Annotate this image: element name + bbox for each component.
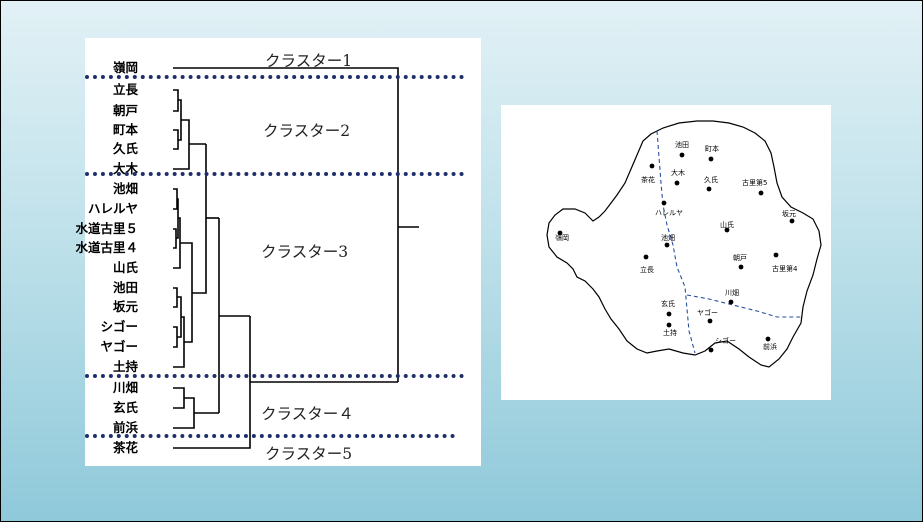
- place-label: 町本: [705, 144, 719, 153]
- map-panel: 池田 町本 茶花 大木 久氏 古里第5 ハレルヤ 坂元 嶺岡 山氏 池畑 朝戸 …: [501, 105, 831, 400]
- place-marker: [724, 227, 730, 233]
- place-label: シゴー: [715, 336, 736, 345]
- place-label: 朝戸: [733, 254, 747, 262]
- leaf-label: 山氏: [112, 260, 138, 275]
- tree-branch: [173, 188, 178, 210]
- island-map: 池田 町本 茶花 大木 久氏 古里第5 ハレルヤ 坂元 嶺岡 山氏 池畑 朝戸 …: [546, 120, 822, 368]
- leaf-label: 嶺岡: [112, 60, 138, 75]
- leaf-label: シゴー: [100, 319, 138, 334]
- cluster-4-label: クラスター４: [261, 405, 354, 423]
- tree-branch: [173, 129, 179, 150]
- tree-branch: [173, 228, 177, 249]
- leaf-label: 町本: [112, 122, 138, 137]
- cluster-1-label: クラスター1: [265, 52, 353, 70]
- boundary-line: [686, 294, 801, 318]
- place-marker: [708, 156, 714, 162]
- place-marker: [758, 190, 764, 196]
- leaf-label: 池田: [112, 280, 138, 295]
- place-marker: [708, 347, 714, 353]
- cluster-separator: [85, 434, 455, 438]
- leaf-label: 水道古里５: [75, 221, 138, 236]
- leaf-label: 立長: [112, 82, 138, 97]
- place-marker: [643, 254, 649, 260]
- leaf-label: ハレルヤ: [87, 201, 138, 216]
- island-outline: [546, 120, 822, 368]
- place-label: 山氏: [720, 220, 734, 229]
- place-marker: [664, 242, 670, 248]
- leaf-label: 朝戸: [112, 103, 138, 118]
- place-marker: [666, 322, 672, 328]
- tree-branch: [173, 387, 185, 409]
- place-marker: [666, 311, 672, 317]
- place-label: ヤゴー: [697, 308, 718, 317]
- cluster-5-label: クラスター5: [265, 445, 353, 463]
- cluster-separator: [85, 172, 464, 176]
- place-marker: [674, 180, 680, 186]
- tree-branch: [173, 287, 178, 308]
- place-label: 大木: [671, 168, 685, 177]
- place-marker: [707, 318, 713, 324]
- tree-branch: [173, 316, 185, 368]
- leaf-label: 久氏: [112, 141, 138, 156]
- leaf-label: 土持: [112, 359, 138, 374]
- place-label: 坂元: [782, 209, 796, 218]
- place-marker: [649, 163, 655, 169]
- tree-branch: [173, 326, 178, 348]
- place-label: 池畑: [661, 233, 675, 242]
- place-label: 古里第4: [772, 264, 798, 273]
- place-marker: [557, 230, 563, 236]
- cluster-2-label: クラスター2: [263, 122, 351, 140]
- tree-branch: [173, 316, 251, 449]
- leaf-label: ヤゴー: [100, 339, 138, 354]
- place-label: 立長: [640, 265, 654, 274]
- place-label: 嶺岡: [555, 234, 569, 242]
- cluster-separator: [85, 75, 464, 79]
- place-marker: [738, 264, 744, 270]
- place-marker: [773, 252, 779, 258]
- tree-branch: [192, 144, 207, 294]
- place-label: 久氏: [704, 175, 718, 184]
- leaf-label: 茶花: [112, 440, 138, 455]
- place-marker: [706, 186, 712, 192]
- place-label: 川畑: [725, 289, 739, 297]
- leaf-label: 前浜: [112, 420, 138, 435]
- place-marker: [679, 152, 685, 158]
- cluster-separator: [85, 374, 464, 378]
- leaf-label: 玄氏: [112, 400, 138, 415]
- place-label: 古里第5: [742, 178, 767, 187]
- leaf-label: 坂元: [112, 299, 138, 314]
- leaf-label: 川畑: [112, 380, 138, 395]
- place-marker: [789, 218, 795, 224]
- place-label: ハレルヤ: [655, 209, 683, 217]
- place-marker: [765, 336, 771, 342]
- cluster-3-label: クラスター3: [261, 243, 349, 261]
- tree-branch: [173, 67, 399, 382]
- leaf-label: 池畑: [112, 181, 138, 196]
- place-label: 茶花: [641, 175, 655, 184]
- place-label: 土持: [663, 328, 677, 337]
- place-label: 池田: [675, 140, 689, 149]
- place-marker: [728, 299, 734, 305]
- map-points: [557, 152, 795, 353]
- place-label: 前浜: [763, 342, 777, 351]
- leaf-label: 水道古里４: [75, 240, 138, 255]
- place-marker: [661, 200, 667, 206]
- place-label: 玄氏: [661, 299, 675, 308]
- dendrogram-tree: [173, 67, 419, 449]
- tree-branch: [173, 89, 179, 112]
- boundary-line: [656, 130, 696, 354]
